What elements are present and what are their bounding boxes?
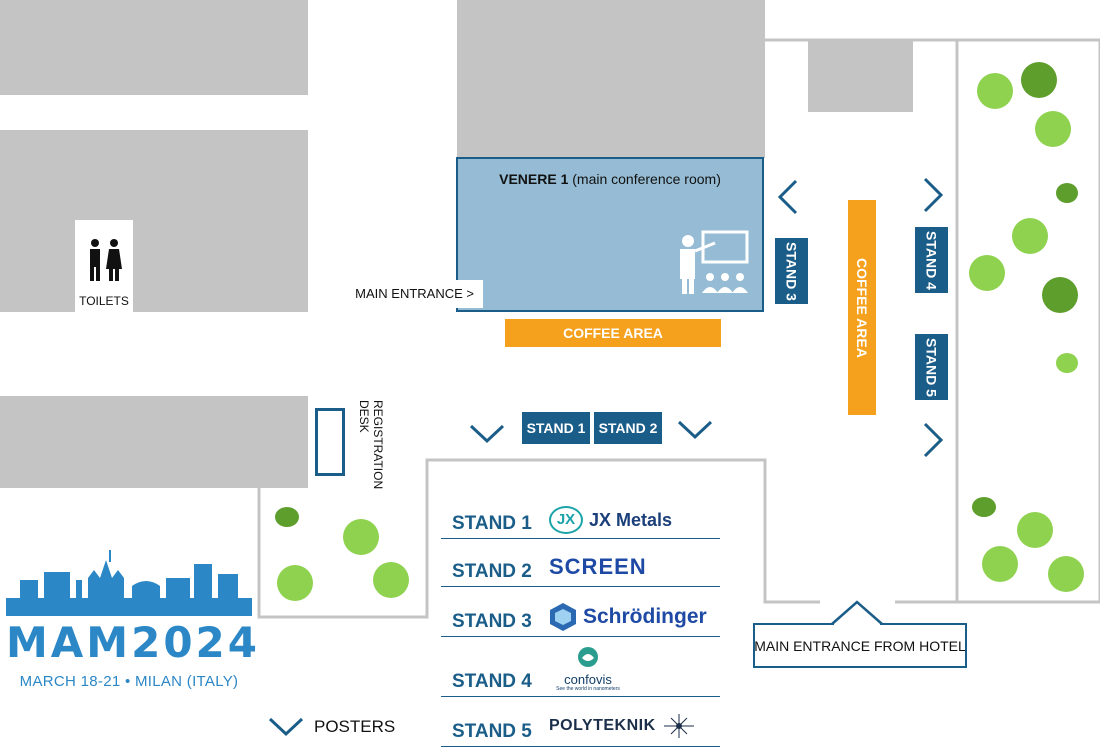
tree [969, 255, 1005, 291]
building-top-right [808, 40, 913, 112]
tree [1056, 353, 1078, 373]
event-name: MAM2024 [6, 618, 260, 667]
registration-line1: REGISTRATION [371, 400, 385, 490]
posters-label: POSTERS [314, 717, 396, 736]
chevron-down-icon [677, 420, 713, 440]
legend-row: STAND 2 SCREEN [441, 548, 720, 587]
event-dates: MARCH 18-21 • MILAN (ITALY) [19, 673, 239, 690]
presentation-icon [680, 230, 749, 294]
legend-row: STAND 1 JX JX Metals [441, 500, 720, 539]
company-name: Schrödinger [583, 605, 707, 628]
registration-line2: DESK [357, 400, 371, 433]
tree [1048, 556, 1084, 592]
chevron-left-icon [777, 179, 798, 215]
toilets-label: TOILETS [79, 294, 129, 308]
stand-3-map[interactable]: STAND 3 [775, 238, 808, 304]
tree [343, 519, 379, 555]
registration-label: REGISTRATION DESK [357, 400, 385, 492]
venere-name: VENERE 1 [499, 171, 569, 187]
company-name: SCREEN [549, 554, 647, 579]
polyteknik-logo: POLYTEKNIK [549, 714, 694, 738]
chevron-right-icon [923, 177, 944, 213]
jx-icon: JX [549, 506, 583, 534]
tree [275, 507, 299, 527]
coffee-area-horizontal: COFFEE AREA [505, 319, 721, 347]
tree [977, 73, 1013, 109]
legend-stand: STAND 3 [452, 611, 532, 632]
building-lower-left [0, 396, 308, 488]
legend-stand: STAND 4 [452, 671, 532, 692]
tree [373, 562, 409, 598]
hexagon-icon [550, 603, 576, 631]
building-top-center [457, 0, 765, 158]
chevron-down-icon [268, 717, 304, 737]
venere-room[interactable]: VENERE 1 (main conference room) [456, 157, 764, 312]
company-tagline: See the world in nanometers [556, 686, 620, 692]
registration-desk[interactable] [315, 408, 345, 476]
tree [1012, 218, 1048, 254]
hotel-entrance-arrow [753, 600, 967, 668]
hotel-entrance-label: MAIN ENTRANCE FROM HOTEL [754, 638, 966, 654]
stand-5-map[interactable]: STAND 5 [915, 334, 948, 400]
legend-stand: STAND 5 [452, 721, 532, 742]
legend-stand: STAND 1 [452, 513, 532, 534]
tree [1056, 183, 1078, 203]
venere-subtitle: (main conference room) [568, 171, 721, 187]
toilet-icon [90, 239, 122, 281]
schrodinger-logo: Schrödinger [549, 602, 707, 632]
chevron-right-icon [923, 422, 944, 458]
stand-4-map[interactable]: STAND 4 [915, 227, 948, 293]
stand-1-map[interactable]: STAND 1 [522, 412, 590, 444]
confovis-icon [578, 647, 598, 667]
main-entrance-label: MAIN ENTRANCE > [350, 280, 483, 308]
toilets-box: TOILETS [75, 220, 133, 312]
tree [277, 565, 313, 601]
coffee-area-vertical: COFFEE AREA [848, 200, 876, 415]
milan-skyline-icon [6, 550, 252, 616]
company-name: JX Metals [589, 509, 673, 530]
tree [1035, 111, 1071, 147]
legend-stand: STAND 2 [452, 561, 532, 582]
tree [972, 497, 996, 517]
star-icon [663, 714, 694, 738]
stand-2-map[interactable]: STAND 2 [594, 412, 662, 444]
building-top-left [0, 0, 308, 95]
tree [982, 546, 1018, 582]
building-mid-left [0, 130, 308, 312]
venere-title: VENERE 1 (main conference room) [458, 171, 762, 187]
legend-row: STAND 3 Schrödinger [441, 598, 720, 637]
confovis-logo: confovis See the world in nanometers [553, 646, 623, 692]
company-name: confovis [564, 672, 612, 687]
company-name: POLYTEKNIK [549, 717, 656, 734]
legend-row: STAND 5 POLYTEKNIK [441, 708, 720, 747]
jx-metals-logo: JX JX Metals [549, 506, 672, 534]
tree [1017, 512, 1053, 548]
chevron-down-icon [469, 424, 505, 444]
tree [1021, 62, 1057, 98]
legend-row: STAND 4 confovis See the world in nanome… [441, 647, 720, 697]
tree [1042, 277, 1078, 313]
